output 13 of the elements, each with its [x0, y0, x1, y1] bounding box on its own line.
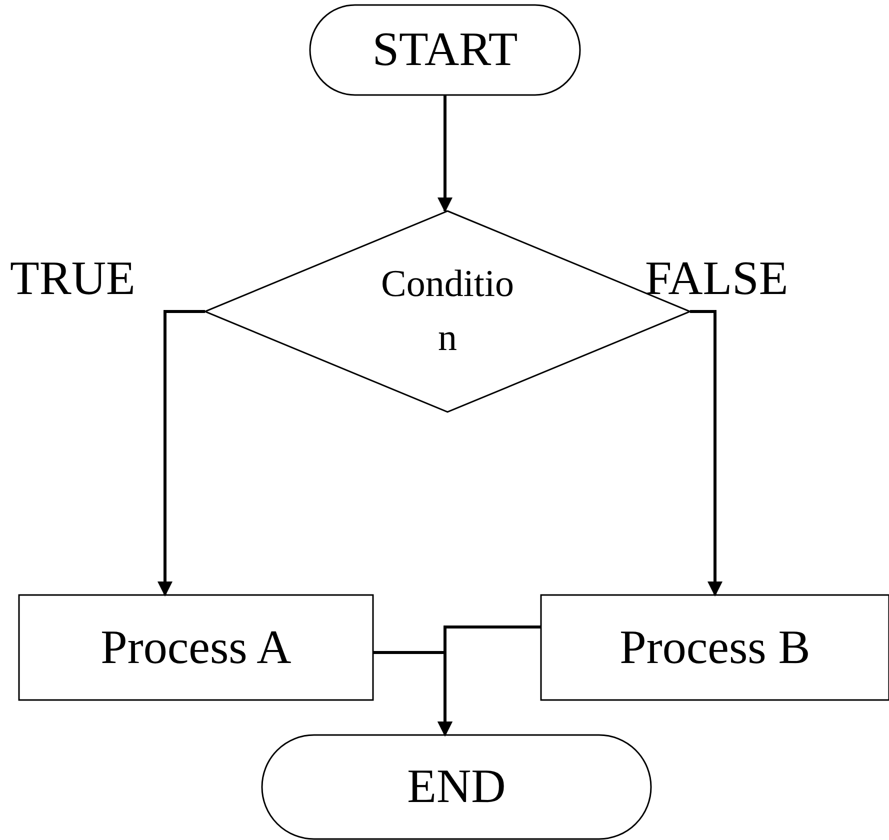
arrow [158, 310, 205, 596]
node-label: START [372, 22, 518, 78]
process-box [18, 594, 374, 701]
node-label: Process B [620, 620, 810, 676]
node-label: Process A [100, 620, 292, 676]
node-label: Conditio n [380, 262, 516, 360]
arrow [438, 626, 541, 736]
edge-label: FALSE [645, 255, 788, 303]
process-box [540, 594, 889, 701]
node-label: END [407, 759, 506, 816]
edge-label: TRUE [10, 255, 136, 303]
arrow [438, 95, 452, 212]
arrow [690, 310, 722, 596]
